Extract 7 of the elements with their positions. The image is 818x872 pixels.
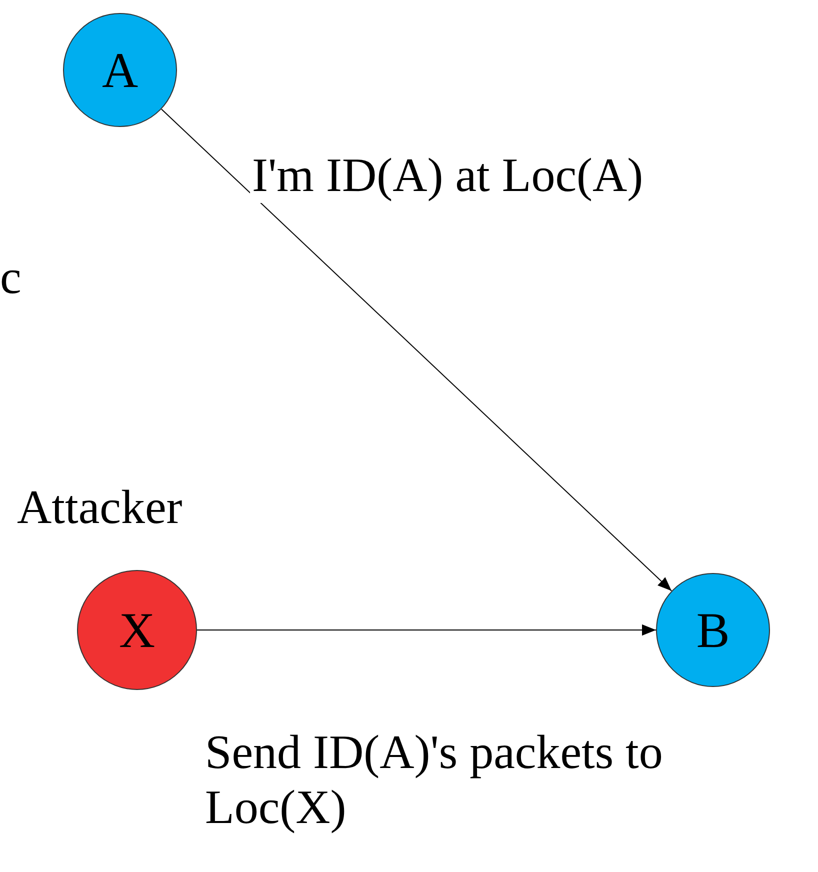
node-circle: B: [656, 573, 770, 687]
arrow: [196, 624, 656, 636]
node-circle: X: [77, 570, 197, 690]
node-caption: Attacker: [17, 480, 182, 536]
text-label: c: [0, 250, 22, 306]
node-circle: A: [63, 13, 177, 127]
arrow: [160, 108, 672, 592]
